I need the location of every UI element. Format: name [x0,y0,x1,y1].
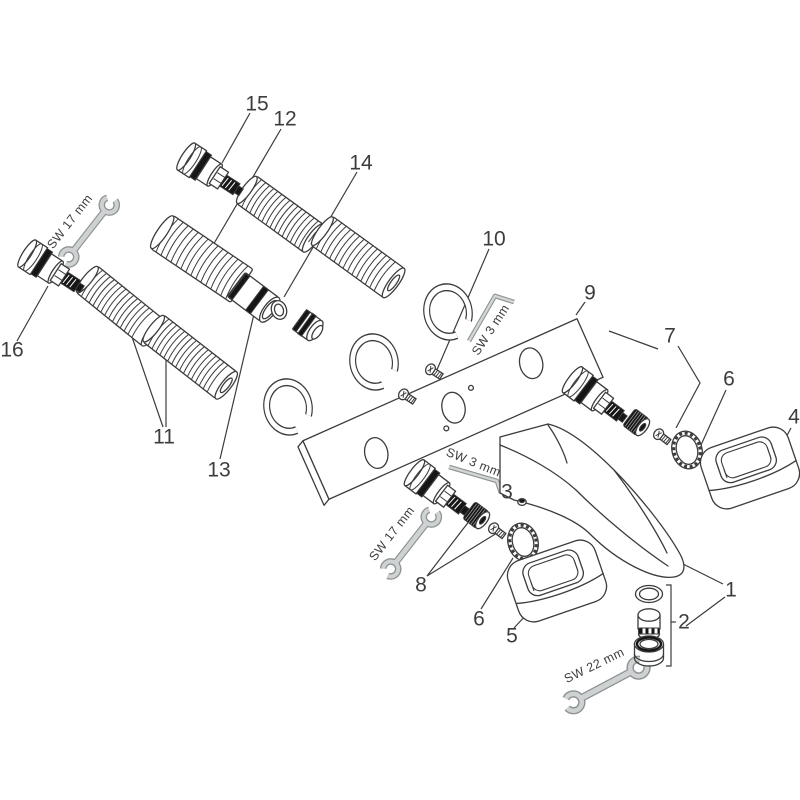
allen-key-3-upper-icon [467,293,515,343]
part-label-13: 13 [207,459,230,482]
part-label-12: 12 [273,108,296,131]
leader-1 [678,561,726,627]
leader-6-right [700,389,727,446]
part-label-1: 1 [725,579,737,602]
part-label-4: 4 [788,406,800,429]
extension-tube-d [310,216,406,299]
leader-16 [16,285,49,342]
part-2-aerator-set [633,584,672,667]
part-4-escutcheon [695,422,800,514]
retaining-clip-2 [348,333,400,390]
part-3-cap-nut [517,497,527,507]
part-label-8: 8 [415,574,427,597]
leader-8 [426,519,498,577]
part-10-screw-a [422,361,446,382]
part-label-10: 10 [482,228,505,251]
leader-lines [16,112,792,629]
part-label-2: 2 [678,611,690,634]
part-11-extension-tube-b [142,314,239,400]
leader-13 [219,313,255,460]
part-label-9: 9 [584,282,596,305]
threaded-nipple [291,308,324,342]
part-label-16: 16 [0,339,23,362]
tool-label-sw17-upper: SW 17 mm [44,192,95,252]
tool-label-sw17-lower: SW 17 mm [366,504,417,564]
aerator-insert [637,608,661,640]
part-label-14: 14 [349,152,373,175]
part-7-screw [650,426,674,448]
leader-10 [435,248,490,373]
part-label-5: 5 [506,625,518,648]
leader-7 [608,330,701,429]
part-label-7: 7 [664,325,676,348]
part-10-retaining-clip [422,283,474,340]
retaining-clip-1 [262,378,314,435]
part-12-long-extension-tube [149,215,253,303]
aerator-bracket [666,584,672,667]
part-1-mixer-body [499,423,685,578]
aerator-seal-washer [634,584,664,604]
leader-11 [130,333,167,428]
part-label-3: 3 [501,481,513,504]
part-number-labels: 15 12 14 16 11 13 10 9 7 6 4 3 8 6 5 1 2 [0,93,800,648]
leader-15 [221,112,251,164]
part-9-wall-plate [297,318,604,506]
part-14-o-ring [270,300,288,320]
aerator-sleeve-nut [633,635,665,667]
part-8-knurled-nut [462,500,494,532]
leader-6-left [480,557,514,610]
leader-9 [575,301,586,316]
part-label-6-left: 6 [473,608,485,631]
part-label-6-right: 6 [723,368,735,391]
part-label-15: 15 [245,93,268,116]
part-7-knurled-nut [622,407,654,439]
part-label-11: 11 [153,426,175,449]
